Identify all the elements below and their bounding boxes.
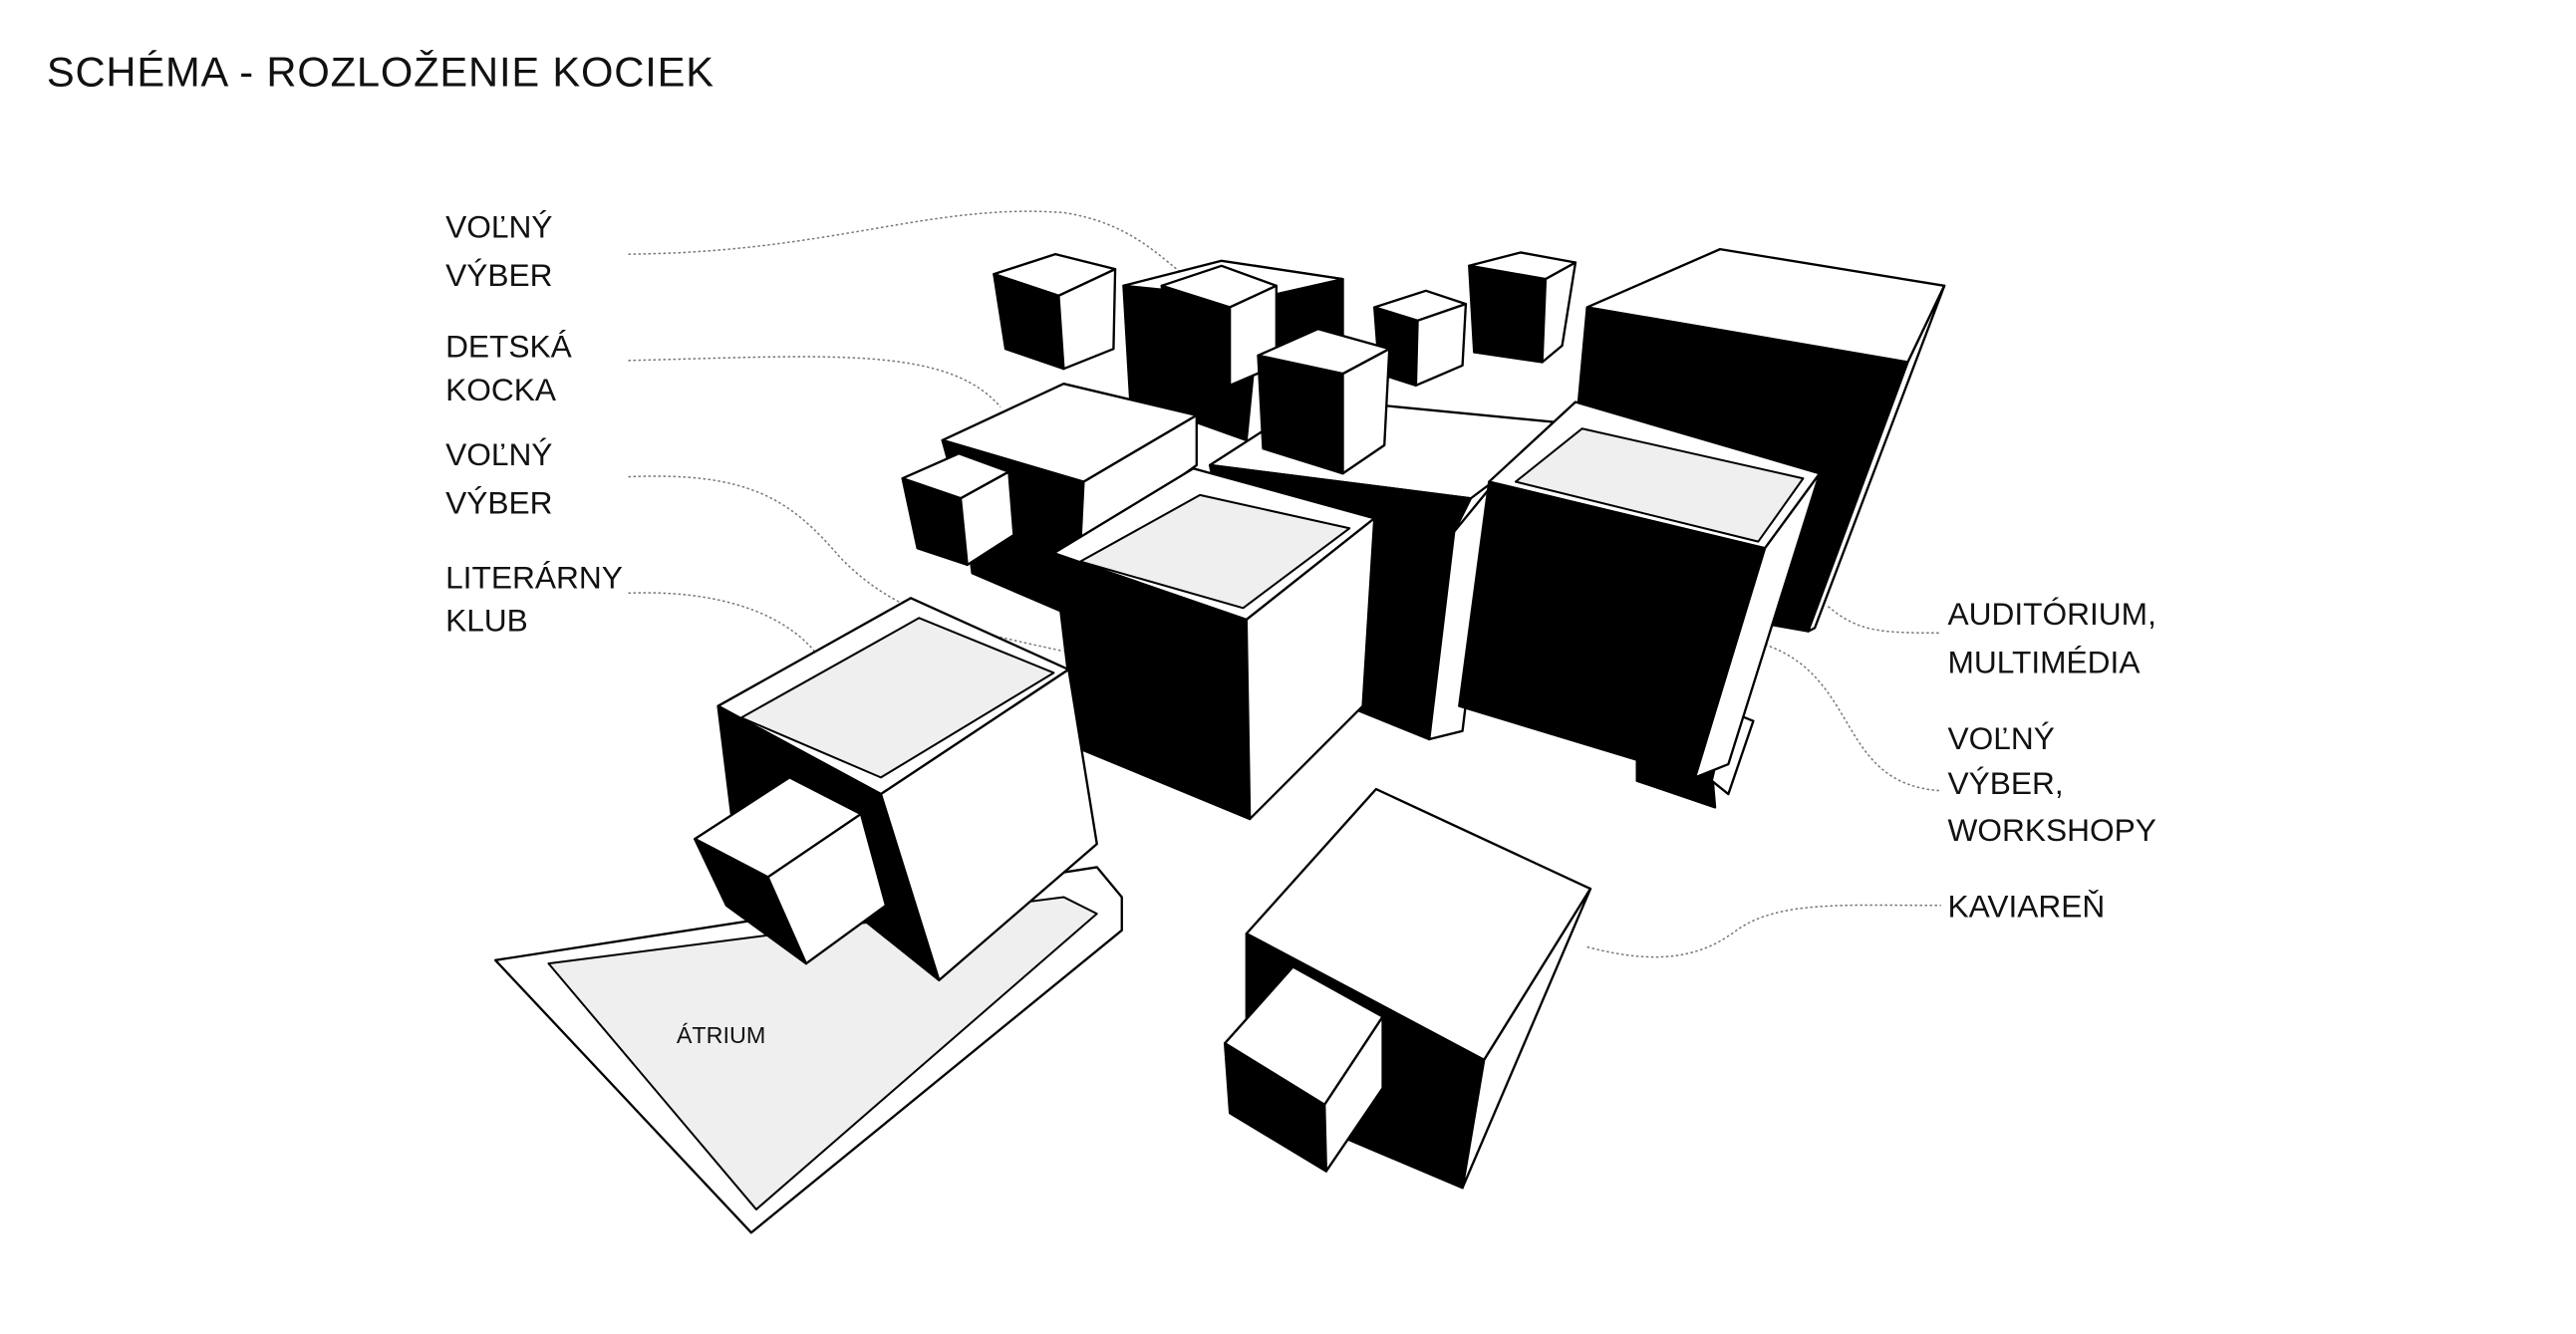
leader-volny-vyber-2 — [628, 475, 1064, 653]
label-volny-vyber-1: VOĽNÝ VÝBER — [445, 208, 552, 292]
label-kaviaren: KAVIAREŇ — [1947, 888, 2105, 924]
label-line: VÝBER — [445, 484, 552, 520]
label-line: KOCKA — [445, 372, 557, 407]
label-line: VOĽNÝ — [445, 208, 552, 244]
label-auditorium: AUDITÓRIUM, MULTIMÉDIA — [1947, 596, 2155, 679]
label-line: KLUB — [445, 603, 528, 639]
label-line: VOĽNÝ — [1947, 720, 2054, 756]
label-line: DETSKÁ — [445, 329, 573, 365]
leader-detska-kocka — [628, 356, 1002, 408]
leader-auditorium — [1827, 606, 1941, 635]
label-line: MULTIMÉDIA — [1947, 644, 2141, 679]
label-line: AUDITÓRIUM, — [1947, 596, 2155, 632]
leader-volny-vyber-1 — [628, 210, 1184, 275]
leader-literarny-klub — [628, 592, 815, 653]
leader-kaviaren — [1586, 904, 1941, 958]
back-cubes — [993, 251, 1577, 533]
leader-lines — [628, 210, 1941, 958]
label-line: LITERÁRNY — [445, 559, 623, 595]
block-multimedia — [1458, 400, 1822, 809]
block-volny-vyber-center — [1052, 467, 1376, 821]
label-literarny-klub: LITERÁRNY KLUB — [445, 559, 623, 638]
atrium-label: ÁTRIUM — [677, 1022, 765, 1048]
leader-workshopy — [1764, 644, 1941, 792]
label-line: WORKSHOPY — [1947, 812, 2155, 848]
block-kaviaren — [1223, 787, 1592, 1190]
block-detska-kocka — [901, 383, 1198, 620]
label-line: VÝBER — [445, 257, 552, 293]
label-detska-kocka: DETSKÁ KOCKA — [445, 329, 573, 407]
label-line: KAVIAREŇ — [1947, 888, 2105, 924]
diagram-title: SCHÉMA - ROZLOŽENIE KOCIEK — [47, 49, 715, 96]
label-line: VÝBER, — [1947, 765, 2063, 801]
label-line: VOĽNÝ — [445, 436, 552, 472]
label-volny-vyber-2: VOĽNÝ VÝBER — [445, 436, 552, 520]
block-middle-column — [1358, 483, 1494, 741]
block-literarny-klub — [694, 597, 1098, 981]
label-volny-vyber-workshopy: VOĽNÝ VÝBER, WORKSHOPY — [1947, 720, 2155, 848]
